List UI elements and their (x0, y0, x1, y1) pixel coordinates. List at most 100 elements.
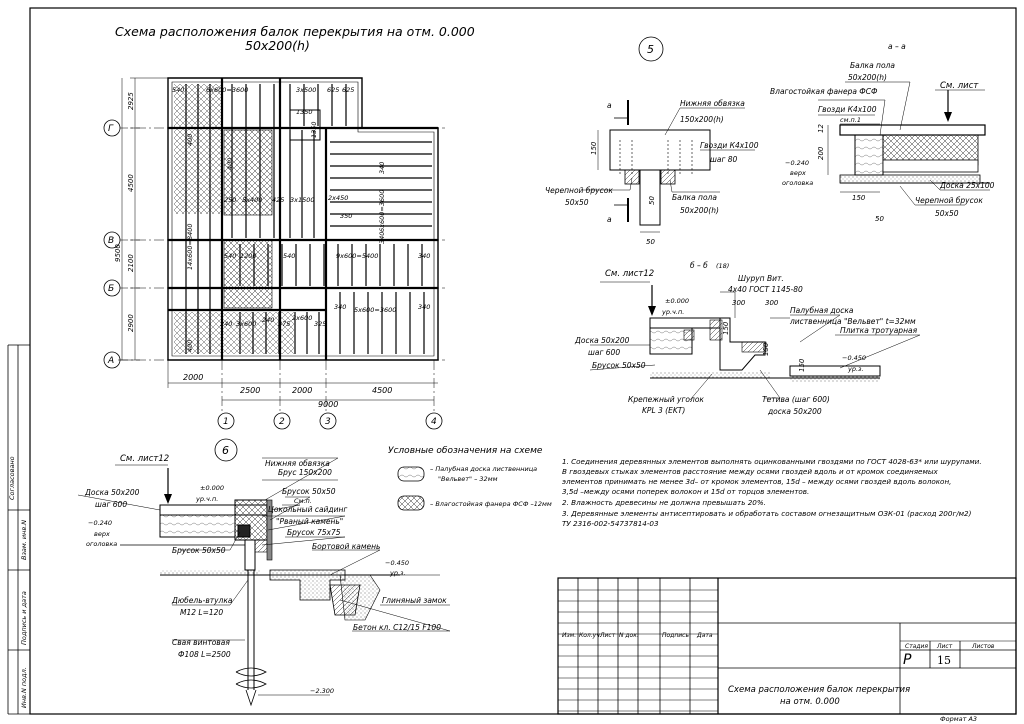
plan-label: 340 (378, 162, 386, 174)
axis-label-col: 1 (223, 417, 229, 427)
stamp-title-2: на отм. 0.000 (780, 697, 840, 707)
dim-left: 2100 (127, 254, 135, 272)
svg-text:Подпись: Подпись (662, 632, 689, 639)
dim: 50 (875, 215, 884, 223)
label: Брусок 50х50 (282, 487, 336, 496)
label: ±0.000 (665, 297, 689, 305)
label: 50х50 (935, 209, 959, 218)
dim: 150 (590, 141, 598, 155)
label: Брус 150х200 (278, 468, 332, 477)
label: Глиняный замок (382, 596, 447, 605)
label: −0.240 (785, 159, 809, 167)
svg-text:Листов: Листов (971, 643, 995, 650)
general-notes: 1. Соединения деревянных элементов выпол… (562, 457, 982, 528)
label: верх (790, 169, 806, 177)
label: Ф108 L=2500 (178, 650, 231, 659)
plan-label: 3х500 (296, 86, 316, 94)
plan-label: 400 (186, 134, 194, 146)
label: ур.з. (389, 569, 406, 577)
label: 150х200(h) (680, 115, 724, 124)
label: Палубная доска (790, 306, 854, 315)
detail-5-number: 5 (647, 43, 654, 56)
label: шаг 600 (95, 500, 127, 509)
section-mark: а (607, 101, 612, 110)
note-line: 1. Соединения деревянных элементов выпол… (562, 457, 982, 466)
label: Брусок 75х75 (287, 528, 341, 537)
label: Цокольный сайдинг (268, 505, 347, 514)
title-block (557, 577, 1017, 715)
plan-label: 625 (327, 86, 339, 94)
plan-label: 2х450 (328, 194, 348, 202)
note-line: В гвоздевых стыках элементов расстояние … (562, 467, 939, 476)
dim: 150 (762, 342, 770, 356)
label: M12 L=120 (180, 608, 223, 617)
note-line: 3. Деревянные элементы антисептировать и… (562, 509, 972, 518)
note-line: 3,5d –между осями поперек волокон и 15d … (562, 487, 809, 496)
svg-text:Дата: Дата (696, 632, 713, 639)
plan-label: 340 (334, 303, 346, 311)
label: См.п. (294, 497, 312, 505)
label: См. лист12 (605, 269, 654, 279)
label: верх (94, 530, 110, 538)
detail-bb-title: (18) (716, 262, 729, 270)
axis-bubbles-rows (103, 119, 121, 369)
label: лиственница "Вельвет" t=32мм (789, 317, 916, 326)
label: Балка пола (672, 193, 717, 202)
dim-left: 9500 (114, 244, 122, 262)
label: −2.300 (310, 687, 334, 695)
opening (289, 109, 321, 141)
axis-label-row: Г (108, 124, 114, 134)
detail-aa-title: а – а (888, 42, 906, 51)
label: шаг 600 (588, 348, 620, 357)
label: ±0.000 (200, 484, 224, 492)
detail-bb: б – б (18) См. лист12 ±0.000 ур.ч.п. Шур… (574, 261, 921, 416)
plan-label: 9х600=5400 (336, 252, 378, 260)
dim-left: 2900 (127, 314, 135, 332)
plan-label: 340 (378, 232, 386, 244)
dim-left: 4500 (127, 174, 135, 192)
section-mark: а (607, 215, 612, 224)
side-replace: Взам. инв.N (20, 520, 28, 560)
dim: 300 (732, 299, 746, 307)
note-line: ТУ 2316-002-54737814-03 (562, 519, 659, 528)
label: Гвозди К4х100 (700, 141, 759, 150)
label: См. лист12 (120, 454, 169, 464)
label: Дюбель-втулка (171, 596, 233, 605)
plan-label: 5х600=3600 (354, 306, 396, 314)
plan-label: 3х1500 (290, 196, 315, 204)
legend: Условные обозначения на схеме – Палубная… (388, 446, 552, 511)
label: Шуруп Вит. (738, 274, 784, 283)
plan-label: 6х600=3600 (206, 86, 248, 94)
side-agreed: Согласовано (8, 456, 16, 500)
axis-label-row: В (108, 236, 114, 246)
svg-text:Стадия: Стадия (905, 643, 928, 650)
label: ур.ч.п. (195, 495, 218, 503)
axis-label-col: 2 (279, 417, 285, 427)
plan-label: 540 (283, 252, 295, 260)
plan-label: 240 (220, 320, 232, 328)
plan-label: 3х600 (236, 320, 256, 328)
plan-label: 340 (418, 303, 430, 311)
label: KPL 3 (EKT) (642, 406, 685, 415)
label: Доска 25х100 (939, 181, 995, 190)
plan-label: 400 (186, 340, 194, 352)
label: Черепной брусок (545, 186, 613, 195)
axis-label-row: Б (108, 284, 114, 294)
label: Доска 50х200 (84, 488, 140, 497)
detail-aa: а – а Балка пола 50х200(h) См. лист Влаг… (770, 42, 995, 223)
label: −0.450 (842, 354, 866, 362)
dim-bottom: 2000 (183, 373, 203, 382)
stamp-title-1: Схема расположения балок перекрытия (728, 685, 910, 695)
dim: 12 (817, 124, 825, 133)
legend-item: – Влагостойкая фанера ФСФ –12мм (430, 500, 552, 508)
plan-label: 14х600=8400 (186, 223, 194, 270)
svg-text:N док.: N док. (619, 632, 639, 639)
plan-label: 425 (272, 196, 284, 204)
legend-swatch-deck (397, 466, 425, 482)
label: Брусок 50х50 (592, 361, 646, 370)
label: см.п.1 (840, 116, 861, 124)
label: 50х200(h) (680, 206, 719, 215)
label: Брусок 50х50 (172, 546, 226, 555)
plan-title-line2: 50х200(h) (245, 38, 310, 53)
label: ур.з. (847, 365, 864, 373)
